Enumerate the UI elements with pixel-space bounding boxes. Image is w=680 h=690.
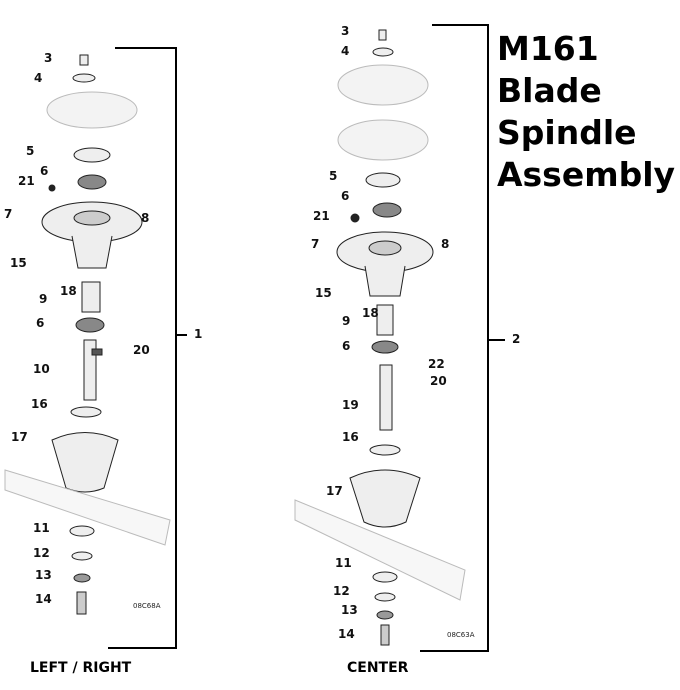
callout-left: 4: [34, 71, 43, 85]
callout-center: 15: [315, 286, 332, 300]
assembly-brackets: [108, 24, 505, 652]
callout-center: 20: [430, 374, 447, 388]
callout-left: 8: [141, 211, 150, 225]
callout-center: 18: [362, 306, 379, 320]
callout-left: 16: [31, 397, 48, 411]
callout-left: 11: [33, 521, 50, 535]
callout-left: 3: [44, 51, 53, 65]
left-parts: [4, 54, 171, 615]
center-assembly-number: 2: [512, 332, 521, 346]
callout-center: 12: [333, 584, 350, 598]
callout-left: 6: [36, 316, 45, 330]
title-line: Spindle: [497, 113, 637, 152]
callout-center: 17: [326, 484, 343, 498]
callout-center: 6: [341, 189, 350, 203]
title-line: Blade: [497, 71, 602, 110]
callout-left: 14: [35, 592, 52, 606]
callout-center: 5: [329, 169, 338, 183]
callout-left: 10: [33, 362, 50, 376]
callout-left: 17: [11, 430, 28, 444]
title-line: M161: [497, 29, 599, 68]
left-caption: LEFT / RIGHT: [30, 660, 132, 676]
callout-left: 7: [4, 207, 13, 221]
callout-left: 21: [18, 174, 35, 188]
center-drawing-code: 08C63A: [447, 631, 475, 639]
callout-center: 7: [311, 237, 320, 251]
callout-left: 9: [39, 292, 48, 306]
center-parts: [294, 29, 466, 646]
callout-left: 18: [60, 284, 77, 298]
callout-left: 12: [33, 546, 50, 560]
center-caption: CENTER: [347, 660, 409, 676]
callout-center: 22: [428, 357, 445, 371]
title-line: Assembly: [497, 155, 676, 194]
callout-center: 11: [335, 556, 352, 570]
callout-center: 13: [341, 603, 358, 617]
left-drawing-code: 08C68A: [133, 602, 161, 610]
callout-center: 16: [342, 430, 359, 444]
left-assembly-number: 1: [194, 327, 203, 341]
callout-center: 8: [441, 237, 450, 251]
callout-center: 6: [342, 339, 351, 353]
callout-center: 14: [338, 627, 355, 641]
callout-center: 4: [341, 44, 350, 58]
callout-left: 20: [133, 343, 150, 357]
callout-left: 6: [40, 164, 49, 178]
callout-center: 9: [342, 314, 351, 328]
callout-left: 13: [35, 568, 52, 582]
callout-left: 15: [10, 256, 27, 270]
diagram-title: M161 Blade Spindle Assembly: [497, 28, 675, 196]
callout-center: 19: [342, 398, 359, 412]
callout-left: 5: [26, 144, 35, 158]
callout-center: 21: [313, 209, 330, 223]
callout-center: 3: [341, 24, 350, 38]
